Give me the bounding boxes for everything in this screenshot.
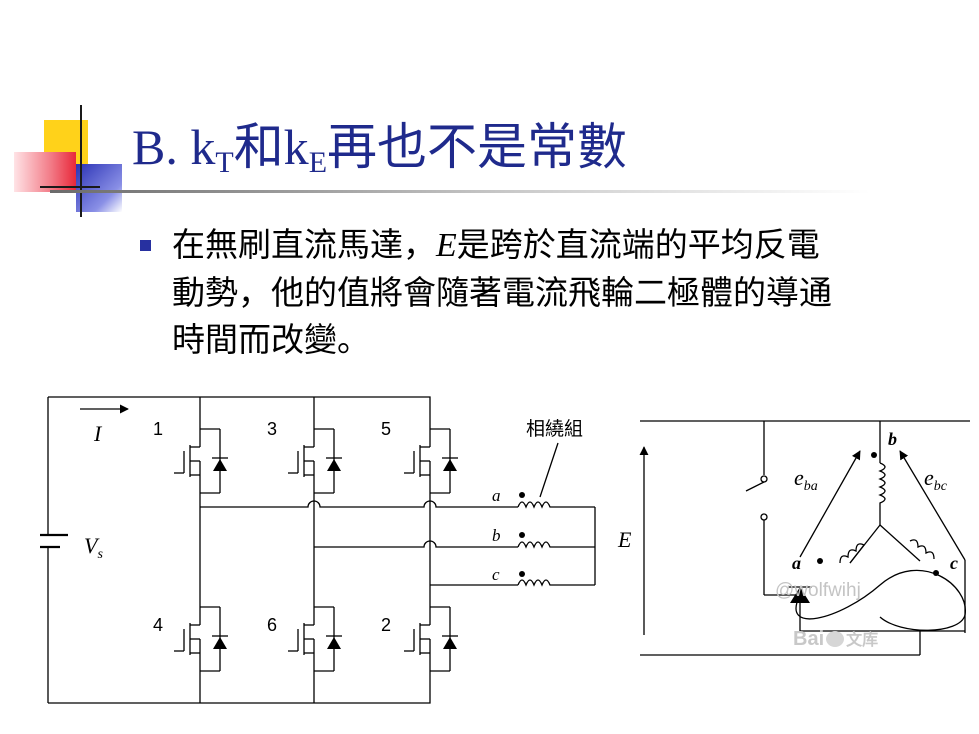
bullet-text: 在無刷直流馬達，E是跨於直流端的平均反電 動勢，他的值將會隨著電流飛輪二極體的導… (172, 221, 952, 363)
bullet-line-2: 動勢，他的值將會隨著電流飛輪二極體的導通 (172, 273, 832, 312)
bottom-diode-icon (790, 587, 810, 603)
switch-5 (403, 414, 459, 508)
node-b-label: b (888, 429, 897, 449)
coil-c-delta (909, 539, 935, 560)
current-label: I (93, 421, 103, 446)
coil-b (517, 541, 595, 549)
switch-number-6: 6 (267, 615, 277, 635)
emf-bc-arrow (899, 450, 966, 561)
emf-ba-label: eba (794, 465, 818, 494)
phase-label-c: c (492, 565, 500, 584)
deco-red-square (14, 152, 76, 192)
deco-vertical-line (80, 105, 82, 217)
phase-label-b: b (492, 526, 501, 545)
switch-2 (403, 592, 459, 686)
node-c-label: c (950, 553, 958, 573)
switch-number-1: 1 (153, 419, 163, 439)
phase-label-a: a (492, 486, 501, 505)
phase-b-line (314, 540, 518, 548)
switch-6 (287, 592, 343, 686)
bullet-square-icon (140, 240, 151, 251)
slide-title: B. kT和kE再也不是常數 (132, 119, 628, 179)
winding-label: 相繞組 (526, 418, 583, 440)
switch-number-3: 3 (267, 419, 277, 439)
switch-4 (173, 592, 229, 686)
switch-number-4: 4 (153, 615, 163, 635)
bullet-line-3: 時間而改變。 (172, 320, 370, 359)
emf-ba-arrow (799, 450, 861, 558)
bullet-line-1: 在無刷直流馬達，E是跨於直流端的平均反電 (172, 225, 820, 264)
supply-label: Vs (84, 533, 103, 562)
title-underline (50, 190, 870, 193)
switch-number-2: 2 (381, 615, 391, 635)
switch-number-5: 5 (381, 419, 391, 439)
coil-c (517, 579, 595, 587)
emf-bc-label: ebc (924, 465, 948, 494)
emf-label: E (617, 527, 632, 552)
switch-1 (173, 414, 229, 508)
phase-a-line (200, 500, 518, 508)
bldc-inverter-circuit-diagram: Vs I 1 3 5 4 6 2 a b c 相繞組 (40, 396, 970, 704)
deco-blue-square (76, 164, 122, 212)
deco-horizontal-line (40, 186, 100, 188)
switch-3 (287, 414, 343, 508)
node-a-label: a (792, 553, 801, 573)
coil-b-delta (878, 462, 886, 525)
top-rail (48, 396, 431, 415)
paw-icon (826, 631, 845, 647)
bottom-rail (48, 685, 431, 704)
rotor-loop (795, 569, 966, 631)
coil-a (517, 501, 595, 509)
watermark-handle: @wolfwihj (775, 580, 861, 601)
coil-a-delta (839, 543, 866, 564)
